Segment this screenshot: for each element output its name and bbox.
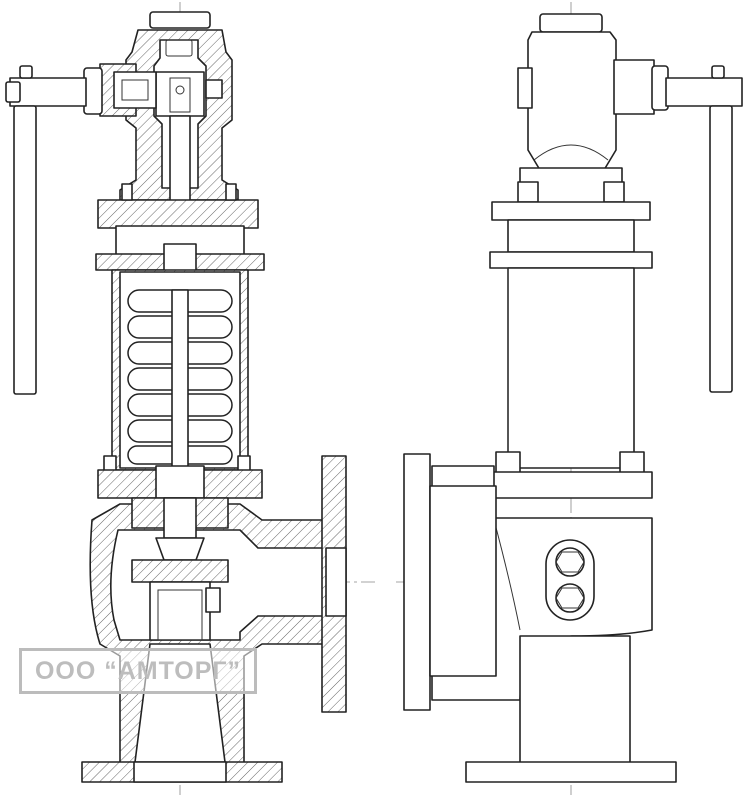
side-bonnet-top bbox=[489, 251, 653, 269]
side-plug bbox=[205, 79, 223, 99]
stem bbox=[171, 289, 189, 491]
lower-spring-plate bbox=[155, 465, 205, 499]
plug-upper-hex bbox=[555, 551, 585, 573]
adjusting-ring bbox=[205, 587, 221, 613]
nozzle bbox=[149, 581, 211, 641]
side-lever-shaft bbox=[665, 77, 743, 107]
side-nut-1 bbox=[517, 181, 539, 203]
side-view bbox=[396, 2, 743, 795]
side-outlet-flange bbox=[403, 453, 431, 711]
side-left-boss bbox=[517, 67, 533, 109]
lever-pin bbox=[19, 65, 33, 79]
side-nut-3 bbox=[495, 451, 521, 475]
upper-flange bbox=[97, 199, 259, 229]
side-nut-2 bbox=[603, 181, 625, 203]
nozzle-bore bbox=[157, 589, 203, 641]
cap-bolt-right bbox=[225, 183, 237, 201]
guide-bore bbox=[163, 497, 197, 539]
side-outlet-neck bbox=[429, 485, 497, 677]
side-bonnet bbox=[507, 267, 635, 469]
gland-packing bbox=[121, 79, 149, 101]
side-inlet-neck bbox=[519, 635, 631, 765]
side-lever-handle bbox=[709, 105, 733, 393]
side-body-curve bbox=[493, 519, 521, 631]
side-cap-dome bbox=[533, 144, 609, 161]
cam-pin bbox=[175, 85, 185, 95]
company-watermark: ООО “АМТОРГ” bbox=[19, 648, 257, 694]
lever-hub bbox=[5, 81, 21, 103]
lever-handle bbox=[13, 105, 37, 395]
disc bbox=[155, 537, 205, 561]
side-upper-flange bbox=[491, 201, 651, 221]
disc-holder bbox=[131, 559, 229, 583]
side-nut-4 bbox=[619, 451, 645, 475]
cam-slot bbox=[169, 77, 191, 113]
side-cap-nut bbox=[539, 13, 603, 33]
inlet-flange-bore bbox=[133, 761, 227, 783]
side-gland bbox=[613, 59, 655, 115]
side-lower-flange bbox=[489, 471, 653, 499]
cap-nut bbox=[149, 11, 211, 29]
adjust-screw-top bbox=[165, 39, 193, 57]
lever-shaft bbox=[9, 77, 87, 107]
outlet-bore-face bbox=[325, 547, 347, 617]
side-lever-pin bbox=[711, 65, 725, 79]
shaft-gland bbox=[113, 71, 157, 109]
side-cap-housing bbox=[527, 31, 617, 171]
side-inlet-flange bbox=[465, 761, 677, 783]
side-adjust-nut bbox=[507, 219, 635, 253]
plug-lower-hex bbox=[555, 587, 585, 609]
cap-bolt-left bbox=[121, 183, 133, 201]
